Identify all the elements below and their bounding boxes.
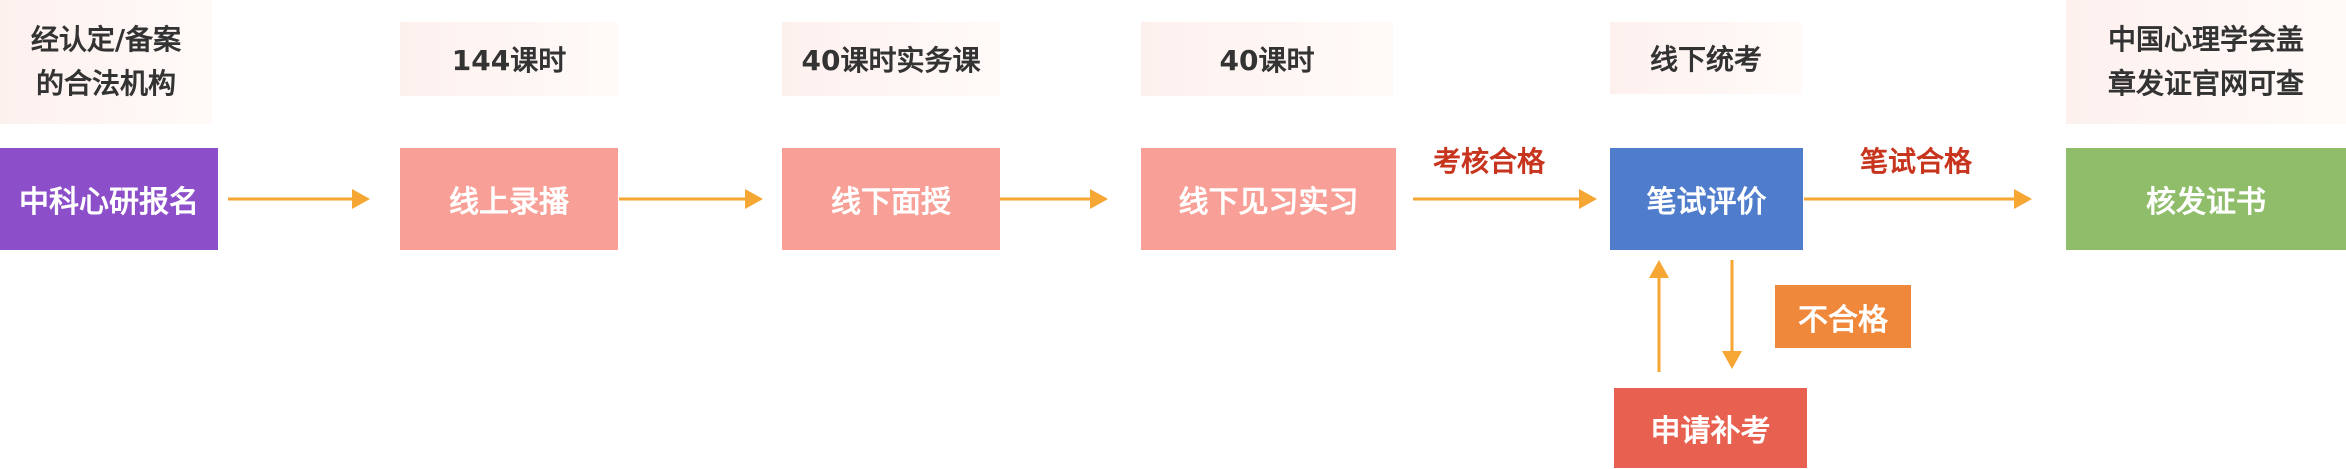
caption-exam: 线下统考: [1610, 22, 1802, 94]
step-retake: 申请补考: [1614, 388, 1807, 468]
caption-cert: 中国心理学会盖 章发证官网可查: [2066, 0, 2346, 124]
step-online: 线上录播: [400, 148, 618, 250]
arrow-exam-to-cert-head: [2014, 189, 2032, 209]
arrow-exam-to-retake-head: [1722, 351, 1742, 369]
caption-cert-line1: 中国心理学会盖: [2107, 23, 2304, 56]
caption-register-line1: 经认定/备案: [30, 23, 182, 56]
arrow-offline-to-practice-head: [1090, 189, 1108, 209]
caption-practice: 40课时: [1141, 22, 1393, 96]
arrow-retake-to-exam-head: [1649, 260, 1669, 278]
caption-cert-line2: 章发证官网可查: [2107, 67, 2304, 100]
step-exam: 笔试评价: [1610, 148, 1803, 250]
step-cert: 核发证书: [2066, 148, 2346, 250]
step-practice: 线下见习实习: [1141, 148, 1396, 250]
step-offline: 线下面授: [782, 148, 1000, 250]
step-register: 中科心研报名: [0, 148, 218, 250]
step-fail: 不合格: [1775, 285, 1911, 348]
caption-offline: 40课时实务课: [782, 22, 1000, 96]
edge-label-assessment-pass: 考核合格: [1433, 145, 1546, 178]
caption-online: 144课时: [400, 22, 618, 96]
arrow-register-to-online-head: [352, 189, 370, 209]
arrow-practice-to-exam-head: [1579, 189, 1597, 209]
arrow-online-to-offline-head: [745, 189, 763, 209]
caption-register-line2: 的合法机构: [35, 67, 176, 100]
caption-register: 经认定/备案 的合法机构: [0, 0, 212, 124]
edge-label-exam-pass: 笔试合格: [1860, 145, 1973, 178]
